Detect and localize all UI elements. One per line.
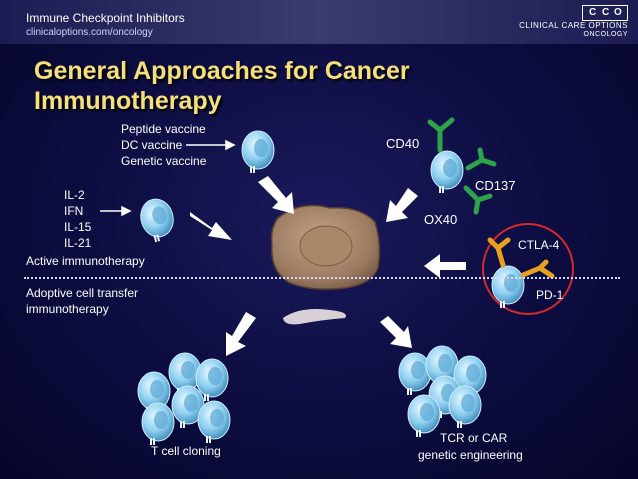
label-active-immunotherapy: Active immunotherapy	[26, 254, 145, 268]
label-cd137: CD137	[475, 178, 516, 193]
section-divider	[24, 277, 620, 279]
clinical-care-options-logo: C C O CLINICAL CARE OPTIONS ONCOLOGY	[519, 5, 628, 39]
header-bar: Immune Checkpoint Inhibitors clinicalopt…	[0, 0, 638, 44]
receptor-icon	[427, 117, 497, 215]
t-cell-icon	[141, 402, 175, 446]
t-cell-icon	[407, 394, 441, 438]
label-genetic-vaccine: Genetic vaccine	[121, 154, 207, 168]
checkpoint-circle	[482, 223, 574, 315]
logo-badge-letter: C	[602, 7, 610, 18]
logo-subtext: ONCOLOGY	[583, 31, 628, 38]
header-subtitle: clinicaloptions.com/oncology	[26, 27, 153, 38]
receptor-icon	[487, 237, 555, 279]
label-t-cell-cloning: T cell cloning	[151, 444, 221, 458]
label-il15: IL-15	[64, 220, 92, 234]
t-cell-icon	[197, 400, 231, 444]
slide-title-line: Immunotherapy	[34, 87, 222, 115]
label-genetic-engineering: genetic engineering	[418, 448, 523, 462]
label-peptide-vaccine: Peptide vaccine	[121, 122, 206, 136]
label-il21: IL-21	[64, 236, 92, 250]
header-title: Immune Checkpoint Inhibitors	[26, 11, 185, 25]
arrow-icon	[100, 139, 236, 217]
logo-badge: C C O	[582, 5, 628, 21]
logo-badge-letter: C	[589, 7, 597, 18]
logo-badge-letter: O	[614, 7, 622, 18]
t-cell-icon	[135, 194, 180, 246]
tumor-cell-icon	[270, 204, 381, 325]
logo-text: CLINICAL CARE OPTIONS	[519, 21, 628, 30]
label-ctla4: CTLA-4	[518, 238, 560, 252]
label-il2: IL-2	[64, 188, 85, 202]
t-cell-icon	[241, 130, 275, 174]
t-cell-icon	[448, 385, 482, 429]
slide-title: General Approaches for Cancer Immunother…	[34, 56, 410, 116]
label-adoptive-line2: immunotherapy	[26, 302, 109, 316]
slide-title-line: General Approaches for Cancer	[34, 57, 410, 85]
t-cell-icon	[430, 150, 464, 194]
label-pd1: PD-1	[536, 288, 564, 302]
label-adoptive-line1: Adoptive cell transfer	[26, 286, 139, 300]
label-cd40: CD40	[386, 136, 420, 151]
label-tcr-car: TCR or CAR	[440, 431, 508, 445]
arrow-icon	[190, 176, 466, 356]
label-ifn: IFN	[64, 204, 84, 218]
label-dc-vaccine: DC vaccine	[121, 138, 183, 152]
label-ox40: OX40	[424, 212, 458, 227]
